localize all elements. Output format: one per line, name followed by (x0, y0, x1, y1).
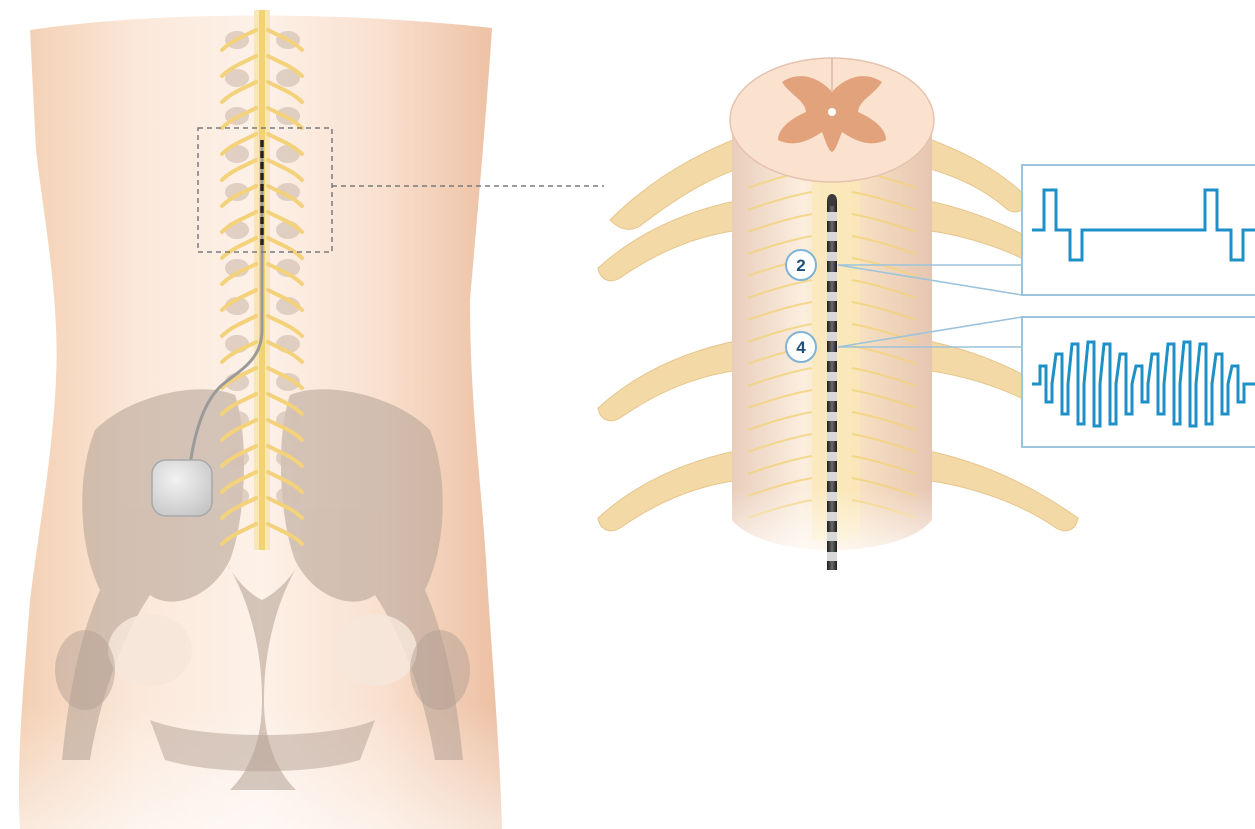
electrode-label-2: 2 (796, 256, 805, 275)
electrode-lead (827, 194, 837, 570)
lead-contact (827, 432, 837, 441)
pulse-generator-device (152, 460, 212, 516)
lead-contact (827, 472, 837, 481)
lead-contact (827, 492, 837, 501)
burst-waveform-panel (1022, 317, 1255, 447)
lead-contact (827, 292, 837, 301)
lead-contact (827, 352, 837, 361)
lead-contact (827, 312, 837, 321)
nerve-root-left (598, 340, 740, 421)
tonic-waveform-panel (1022, 165, 1255, 295)
nerve-root-left (598, 450, 740, 531)
lead-contact (827, 272, 837, 281)
lead-contact (827, 412, 837, 421)
electrode-badge-2: 2 (786, 250, 816, 280)
lead-contact (827, 452, 837, 461)
central-canal (828, 108, 836, 116)
electrode-label-4: 4 (796, 338, 806, 357)
electrode-badge-4: 4 (786, 332, 816, 362)
lead-contact (827, 252, 837, 261)
lead-contact (827, 332, 837, 341)
lead-contact (827, 212, 837, 221)
lead-contact (827, 372, 837, 381)
nerve-root-right (924, 450, 1078, 531)
spinal-cord-cross-section (730, 58, 934, 182)
lead-contact (827, 532, 837, 541)
lead-contact (827, 552, 837, 561)
lead-contact (827, 392, 837, 401)
lead-contact (827, 232, 837, 241)
lead-contact (827, 512, 837, 521)
